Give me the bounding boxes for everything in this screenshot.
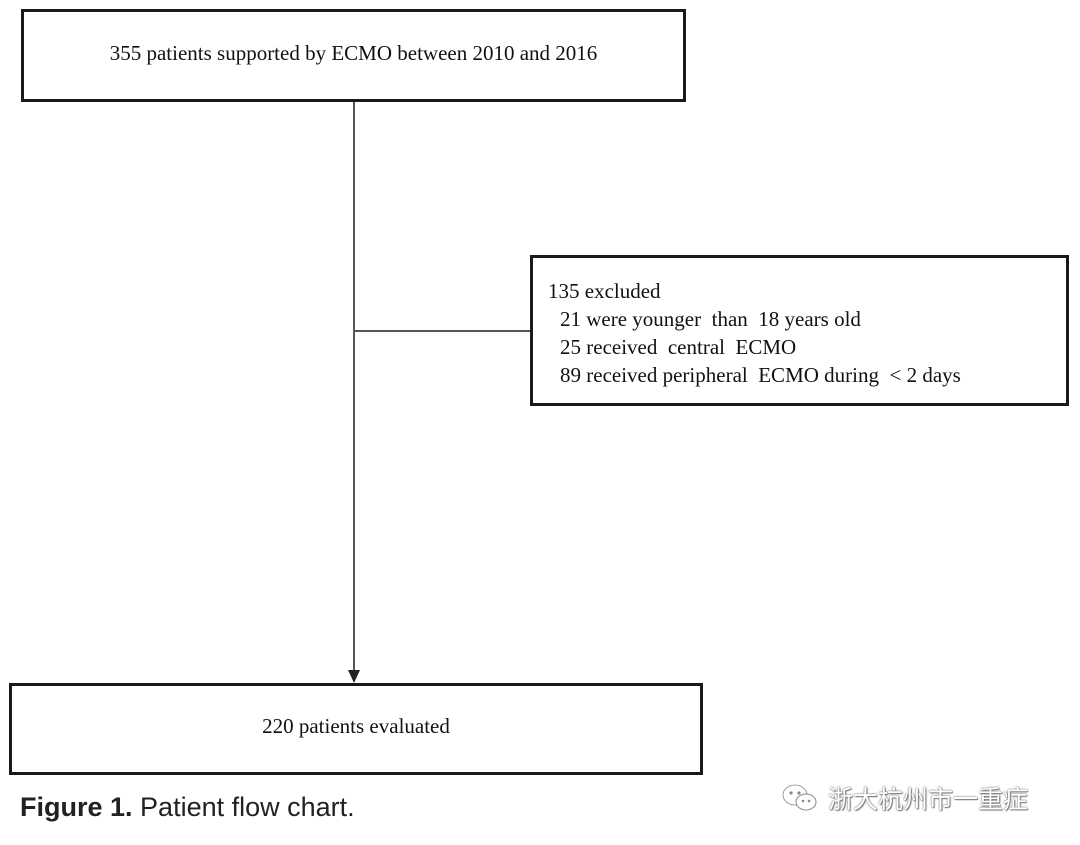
excluded-heading: 135 excluded <box>548 279 661 303</box>
excluded-item-2: 25 received central ECMO <box>560 335 797 359</box>
watermark-text: 浙大杭州市一重症 <box>828 785 1029 814</box>
figure-label: Figure 1. <box>20 792 133 822</box>
excluded-item-1: 21 were younger than 18 years old <box>560 307 861 331</box>
exclusion-branch-connector <box>355 330 530 332</box>
excluded-item-3: 89 received peripheral ECMO during < 2 d… <box>560 363 961 387</box>
top-box: 355 patients supported by ECMO between 2… <box>21 9 686 102</box>
vertical-connector <box>353 102 355 672</box>
bottom-box: 220 patients evaluated <box>9 683 703 775</box>
bottom-box-text: 220 patients evaluated <box>262 713 450 738</box>
excluded-box: 135 excluded 21 were younger than 18 yea… <box>530 255 1069 406</box>
top-box-text: 355 patients supported by ECMO between 2… <box>109 41 598 65</box>
wechat-icon <box>780 782 820 814</box>
figure-caption: Figure 1. Patient flow chart. <box>20 792 355 823</box>
arrow-down-icon <box>348 670 360 683</box>
figure-caption-text: Patient flow chart. <box>140 792 355 822</box>
watermark: 浙大杭州市一重症 <box>780 780 1028 816</box>
